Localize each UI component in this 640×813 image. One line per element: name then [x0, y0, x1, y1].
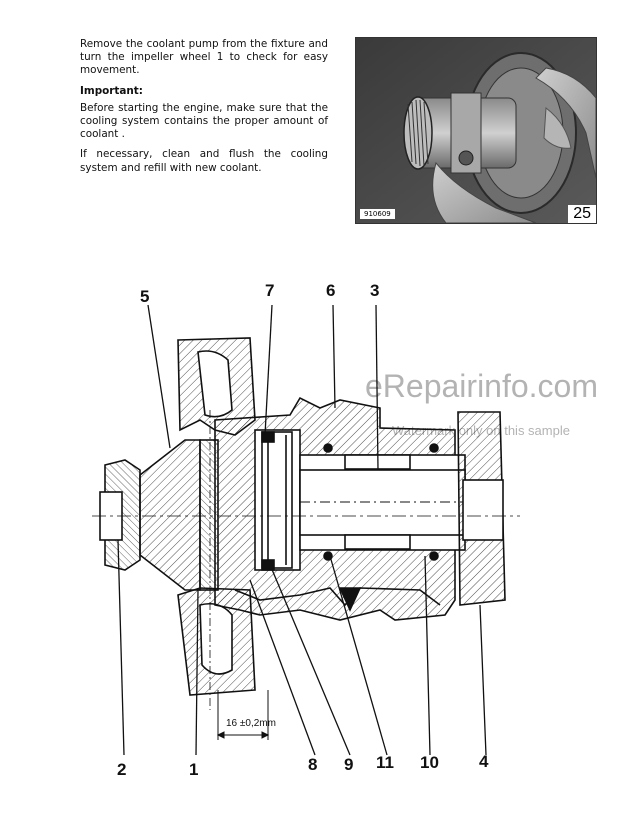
- pump-drawing: [92, 337, 520, 710]
- callout-5: 5: [140, 287, 149, 306]
- callout-7: 7: [265, 281, 274, 300]
- important-paragraph-1: Before starting the engine, make sure th…: [80, 101, 328, 141]
- callout-11: 11: [376, 753, 394, 772]
- dimension-line: [216, 690, 270, 740]
- important-heading: Important:: [80, 84, 143, 97]
- dimension-label: 16 ±0,2mm: [226, 718, 276, 729]
- leader-lines: [117, 304, 487, 756]
- callout-10: 10: [420, 753, 439, 772]
- important-paragraph-2: If necessary, clean and flush the coolin…: [80, 148, 328, 174]
- callout-1: 1: [189, 760, 198, 779]
- instruction-text: Remove the coolant pump from the fixture…: [80, 38, 328, 182]
- photo-id-label: 910609: [360, 209, 395, 219]
- pump-photo: 910609 25: [355, 37, 597, 224]
- callout-6: 6: [326, 281, 335, 300]
- callout-4: 4: [479, 752, 489, 771]
- intro-paragraph: Remove the coolant pump from the fixture…: [80, 38, 328, 77]
- watermark-main: eRepairinfo.com: [365, 368, 598, 404]
- callout-9: 9: [344, 755, 353, 774]
- callout-8: 8: [308, 755, 317, 774]
- callout-2: 2: [117, 760, 126, 779]
- pump-photo-image: [356, 38, 596, 223]
- figure-number: 25: [568, 205, 596, 223]
- coolant-pump-cross-section: eRepairinfo.com Watermark only on this s…: [92, 281, 598, 779]
- callout-3: 3: [370, 281, 379, 300]
